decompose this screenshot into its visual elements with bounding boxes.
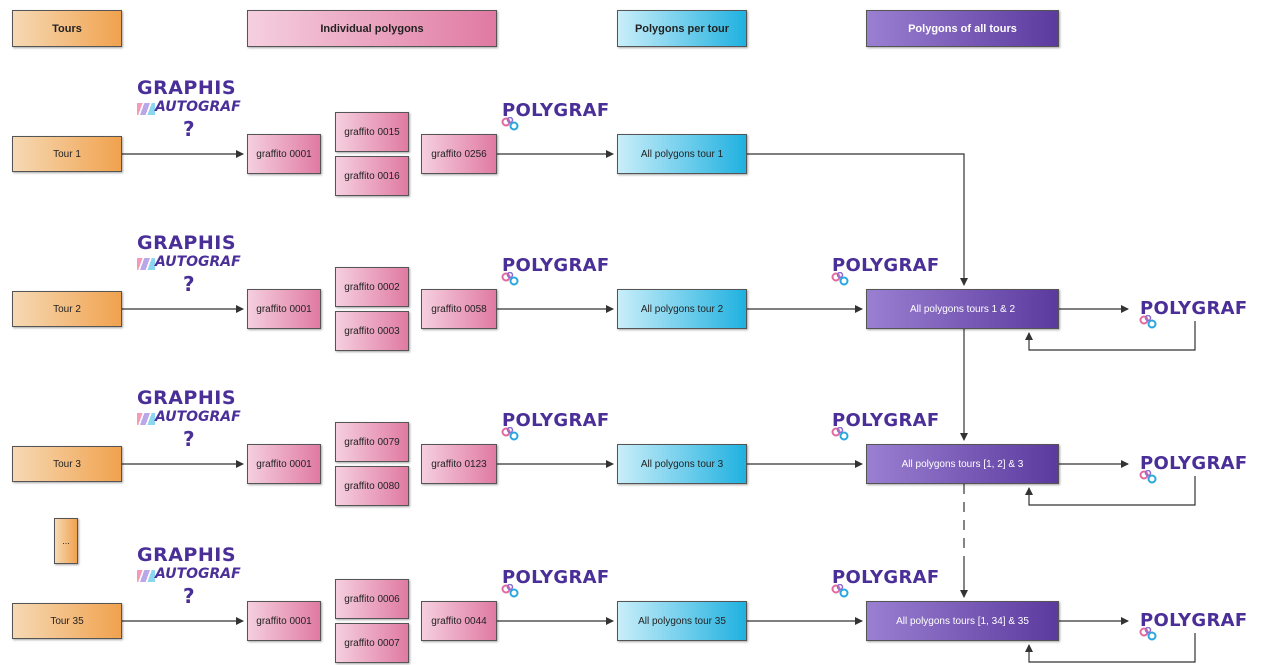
polygraf-logo-text: POLYGRAF — [502, 255, 610, 276]
polygons-per-tour-box: All polygons tour 3 — [617, 444, 747, 484]
feedback-arrow — [1025, 476, 1196, 506]
graffito-first-box: graffito 0001 — [247, 444, 321, 484]
graphis-logo-text: GRAPHIS — [137, 77, 237, 99]
polygraf-logo-text: POLYGRAF — [1140, 453, 1248, 474]
graffito-top-box: graffito 0002 — [335, 267, 409, 307]
graffito-top-box: graffito 0079 — [335, 422, 409, 462]
tour-box: Tour 1 — [12, 136, 122, 172]
combined-polygons-box: All polygons tours [1, 2] & 3 — [866, 444, 1059, 484]
autograf-stripes-icon — [137, 258, 155, 270]
graffito-first-box: graffito 0001 — [247, 601, 321, 641]
graphis-logo-text: GRAPHIS — [137, 387, 237, 409]
graffito-bottom-box: graffito 0016 — [335, 156, 409, 196]
question-mark: ? — [183, 584, 195, 608]
arrow-tour1-to-combined — [747, 153, 968, 286]
graphis-logo-text: GRAPHIS — [137, 544, 237, 566]
polygraf-rings-icon — [831, 584, 849, 598]
question-mark: ? — [183, 272, 195, 296]
graphis-logo-text: GRAPHIS — [137, 232, 237, 254]
polygons-per-tour-box: All polygons tour 2 — [617, 289, 747, 329]
polygraf-logo-text: POLYGRAF — [1140, 610, 1248, 631]
question-mark: ? — [183, 117, 195, 141]
graffito-last-box: graffito 0256 — [421, 134, 497, 174]
polygraf-rings-icon — [831, 272, 849, 286]
polygraf-logo-text: POLYGRAF — [832, 255, 940, 276]
polygraf-rings-icon — [831, 427, 849, 441]
graffito-bottom-box: graffito 0007 — [335, 623, 409, 663]
polygraf-rings-icon — [501, 427, 519, 441]
autograf-stripes-icon — [137, 413, 155, 425]
graffito-last-box: graffito 0058 — [421, 289, 497, 329]
ellipsis-box: ... — [54, 518, 78, 564]
graffito-top-box: graffito 0006 — [335, 579, 409, 619]
autograf-stripes-icon — [137, 570, 155, 582]
polygraf-logo-text: POLYGRAF — [832, 567, 940, 588]
polygons-per-tour-box: All polygons tour 35 — [617, 601, 747, 641]
header-polygons-of-all-tours: Polygons of all tours — [866, 10, 1059, 47]
header-polygons-per-tour: Polygons per tour — [617, 10, 747, 47]
question-mark: ? — [183, 427, 195, 451]
polygraf-rings-icon — [501, 584, 519, 598]
tour-box: Tour 2 — [12, 291, 122, 327]
graffito-first-box: graffito 0001 — [247, 289, 321, 329]
autograf-stripes-icon — [137, 103, 155, 115]
polygraf-rings-icon — [501, 117, 519, 131]
graffito-first-box: graffito 0001 — [247, 134, 321, 174]
autograf-logo-text: AUTOGRAF — [155, 254, 241, 270]
graffito-last-box: graffito 0044 — [421, 601, 497, 641]
polygraf-logo-text: POLYGRAF — [502, 410, 610, 431]
polygraf-rings-icon — [1139, 470, 1157, 484]
tour-box: Tour 35 — [12, 603, 122, 639]
polygraf-logo-text: POLYGRAF — [1140, 298, 1248, 319]
autograf-logo-text: AUTOGRAF — [155, 566, 241, 582]
polygons-per-tour-box: All polygons tour 1 — [617, 134, 747, 174]
polygraf-logo-text: POLYGRAF — [832, 410, 940, 431]
polygraf-rings-icon — [501, 272, 519, 286]
polygraf-rings-icon — [1139, 627, 1157, 641]
graffito-last-box: graffito 0123 — [421, 444, 497, 484]
feedback-arrow — [1025, 633, 1196, 663]
header-tours: Tours — [12, 10, 122, 47]
graffito-bottom-box: graffito 0080 — [335, 466, 409, 506]
polygraf-logo-text: POLYGRAF — [502, 100, 610, 121]
tour-box: Tour 3 — [12, 446, 122, 482]
polygraf-logo-text: POLYGRAF — [502, 567, 610, 588]
combined-polygons-box: All polygons tours 1 & 2 — [866, 289, 1059, 329]
graffito-bottom-box: graffito 0003 — [335, 311, 409, 351]
autograf-logo-text: AUTOGRAF — [155, 409, 241, 425]
polygraf-rings-icon — [1139, 315, 1157, 329]
autograf-logo-text: AUTOGRAF — [155, 99, 241, 115]
graffito-top-box: graffito 0015 — [335, 112, 409, 152]
combined-polygons-box: All polygons tours [1, 34] & 35 — [866, 601, 1059, 641]
feedback-arrow — [1025, 321, 1196, 351]
header-individual-polygons: Individual polygons — [247, 10, 497, 47]
